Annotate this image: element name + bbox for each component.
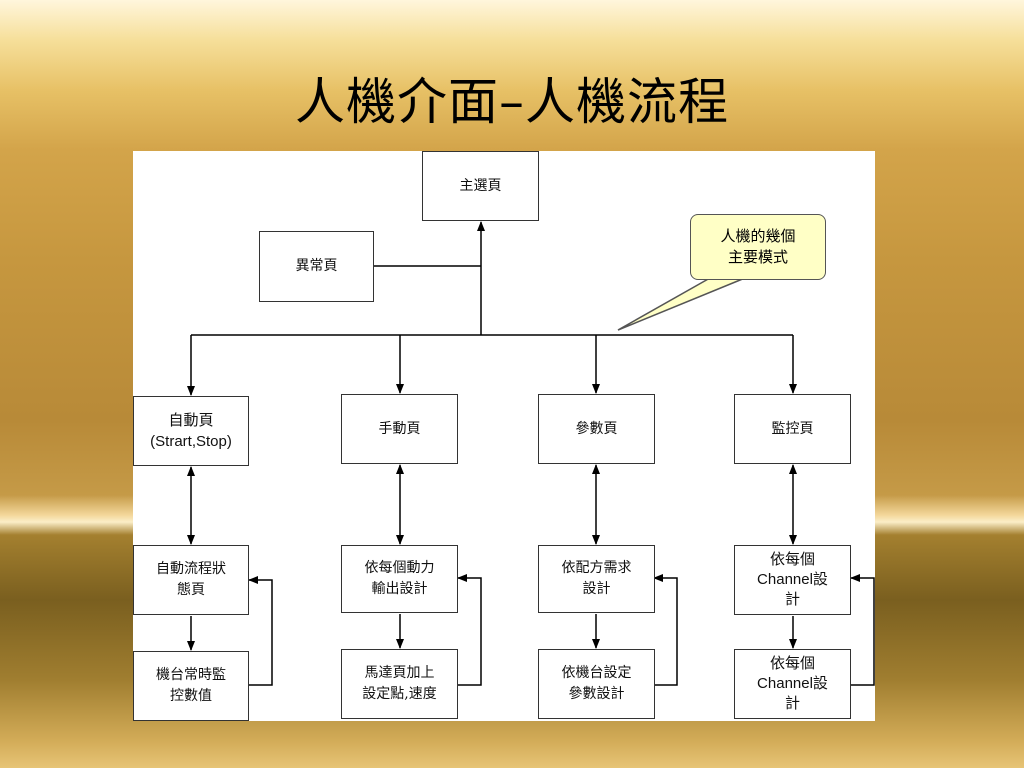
callout-pointer (617, 277, 746, 331)
monitor-loop (850, 574, 875, 686)
node-param: 參數頁 (538, 394, 655, 464)
node-monitor: 監控頁 (734, 394, 851, 464)
node-manual-out: 依每個動力 輸出設計 (341, 545, 458, 613)
node-auto-data: 機台常時監 控數值 (133, 651, 249, 721)
manual-loop (457, 574, 482, 686)
node-monitor-ch2: 依每個 Channel設 計 (734, 649, 851, 719)
node-param-recipe: 依配方需求 設計 (538, 545, 655, 613)
node-abnormal: 異常頁 (259, 231, 374, 302)
node-manual-motor: 馬達頁加上 設定點,速度 (341, 649, 458, 719)
param-loop (653, 574, 678, 686)
node-auto: 自動頁 (Strart,Stop) (133, 396, 249, 466)
node-manual: 手動頁 (341, 394, 458, 464)
slide-title: 人機介面–人機流程 (295, 73, 729, 131)
callout-bubble: 人機的幾個 主要模式 (690, 214, 826, 280)
node-auto-flow: 自動流程狀 態頁 (133, 545, 249, 615)
auto-loop (248, 576, 273, 686)
node-param-machine: 依機台設定 參數設計 (538, 649, 655, 719)
node-main: 主選頁 (422, 151, 539, 221)
node-monitor-ch1: 依每個 Channel設 計 (734, 545, 851, 615)
